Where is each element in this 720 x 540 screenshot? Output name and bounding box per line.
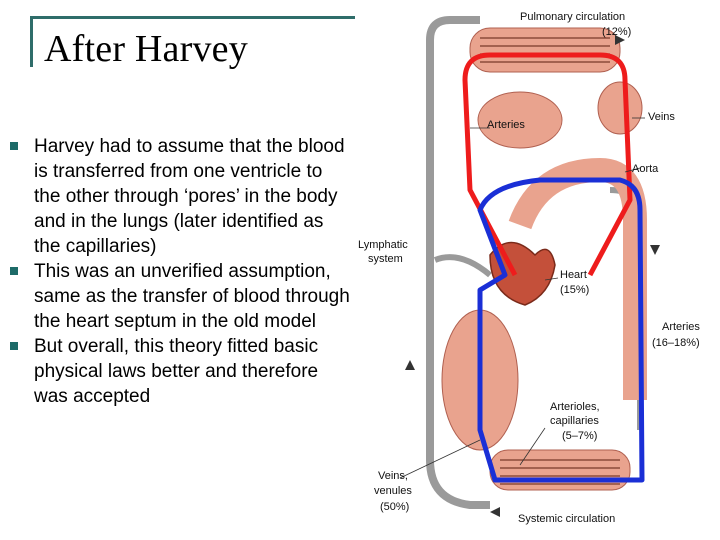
lymphatic-branch bbox=[433, 254, 492, 278]
arterioles-percent-label: (5–7%) bbox=[562, 430, 597, 442]
lymphatic-channel bbox=[426, 16, 490, 509]
arterioles-label: Arterioles, bbox=[550, 401, 600, 413]
square-bullet-icon bbox=[10, 142, 18, 150]
square-bullet-icon bbox=[10, 342, 18, 350]
heart-percent-label: (15%) bbox=[560, 284, 589, 296]
title-accent-line bbox=[30, 16, 355, 67]
bullet-item: This was an unverified assumption, same … bbox=[10, 259, 350, 334]
square-bullet-icon bbox=[10, 267, 18, 275]
bullet-text: But overall, this theory fitted basic ph… bbox=[34, 336, 319, 407]
arrow-right-icon bbox=[615, 35, 625, 45]
pulmonary-arteries-blob bbox=[477, 91, 563, 149]
venules-label: venules bbox=[374, 485, 412, 497]
bullet-text: Harvey had to assume that the blood is t… bbox=[34, 136, 345, 257]
aorta-vessel bbox=[508, 157, 647, 400]
oxygenated-path bbox=[462, 52, 633, 277]
arteries-top-label: Arteries bbox=[487, 119, 525, 131]
arrow-up-icon bbox=[405, 360, 415, 370]
slide-title: After Harvey bbox=[44, 28, 248, 70]
veins-top-label: Veins bbox=[648, 111, 675, 123]
lymphatic-label: Lymphatic bbox=[358, 239, 408, 251]
veins-label: Veins, bbox=[378, 470, 408, 482]
heart-shape bbox=[489, 241, 556, 306]
pulmonary-veins-blob bbox=[597, 81, 643, 135]
bullet-item: Harvey had to assume that the blood is t… bbox=[10, 134, 350, 259]
pulmonary-capillary-bed bbox=[469, 27, 621, 73]
bullet-text: This was an unverified assumption, same … bbox=[34, 261, 350, 332]
arteries-right-percent-label: (16–18%) bbox=[652, 337, 700, 349]
systemic-circulation-label: Systemic circulation bbox=[518, 513, 615, 525]
arrow-down-icon bbox=[650, 245, 660, 255]
veins-percent-label: (50%) bbox=[380, 501, 409, 513]
heart-label: Heart bbox=[560, 269, 587, 281]
pulmonary-percent-label: (12%) bbox=[602, 26, 631, 38]
deoxygenated-path bbox=[477, 177, 645, 483]
aorta-label: Aorta bbox=[632, 163, 659, 175]
bullet-item: But overall, this theory fitted basic ph… bbox=[10, 334, 350, 409]
arteries-right-label: Arteries bbox=[662, 321, 700, 333]
lymphatic-system-label: system bbox=[368, 253, 403, 265]
pulmonary-circulation-label: Pulmonary circulation bbox=[520, 11, 625, 23]
bullet-list: Harvey had to assume that the blood is t… bbox=[10, 134, 350, 409]
capillaries-label: capillaries bbox=[550, 415, 599, 427]
circulation-diagram: Pulmonary circulation (12%) Arteries Vei… bbox=[358, 11, 700, 525]
arrow-left-icon bbox=[490, 507, 500, 517]
